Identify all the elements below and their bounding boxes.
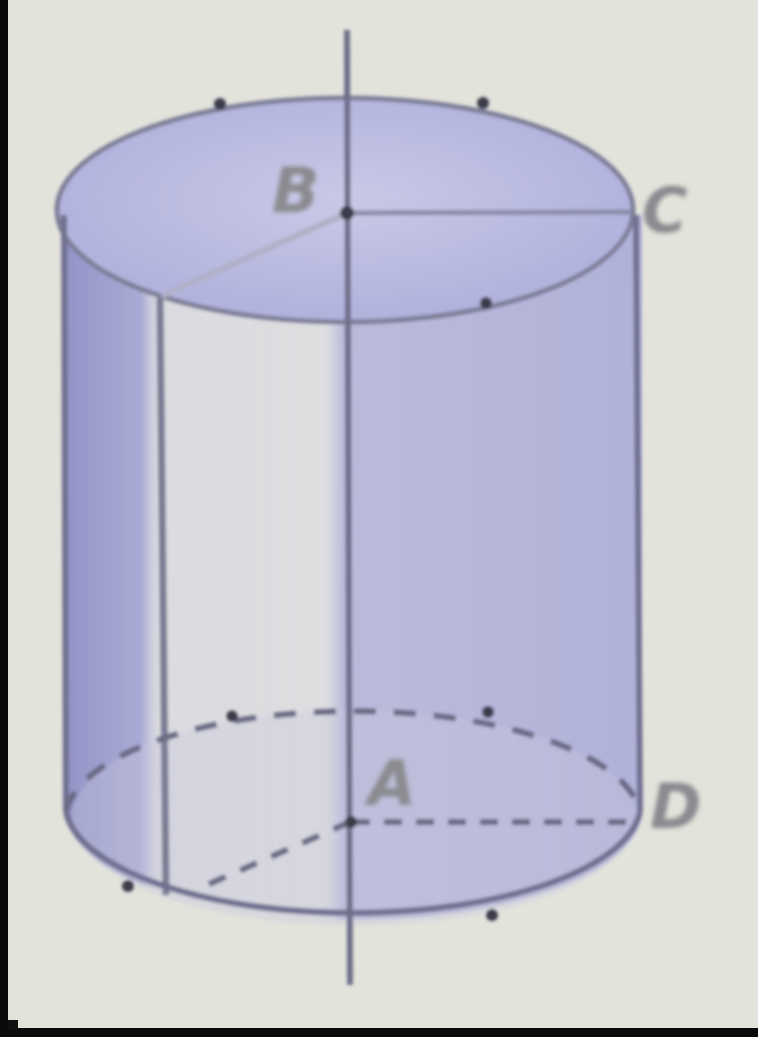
dot-top-1 [214, 98, 226, 110]
radius-top-front [160, 210, 349, 299]
dot-bottom-1 [226, 710, 238, 722]
label-c: C [642, 174, 688, 247]
bottom-back-arc [63, 708, 643, 813]
left-edge [61, 214, 69, 813]
dot-bottom-4 [486, 909, 498, 921]
corner-mark [8, 1020, 18, 1030]
dot-b [340, 206, 354, 220]
black-edge-left [0, 0, 8, 1037]
dot-top-2 [477, 97, 489, 109]
label-a: A [363, 747, 416, 820]
axis-line [344, 29, 353, 986]
corner-artifact [0, 1028, 758, 1037]
radius-bottom-front [198, 819, 352, 891]
dot-bottom-3 [122, 880, 134, 892]
dot-a [345, 816, 357, 828]
bottom-front-arc [63, 811, 643, 916]
right-edge [633, 214, 643, 813]
dot-bottom-2 [482, 706, 494, 718]
radius-bc [346, 209, 631, 216]
dot-top-3 [480, 297, 492, 309]
label-b: B [272, 154, 319, 227]
label-d: D [650, 770, 701, 843]
front-generator [156, 297, 170, 896]
